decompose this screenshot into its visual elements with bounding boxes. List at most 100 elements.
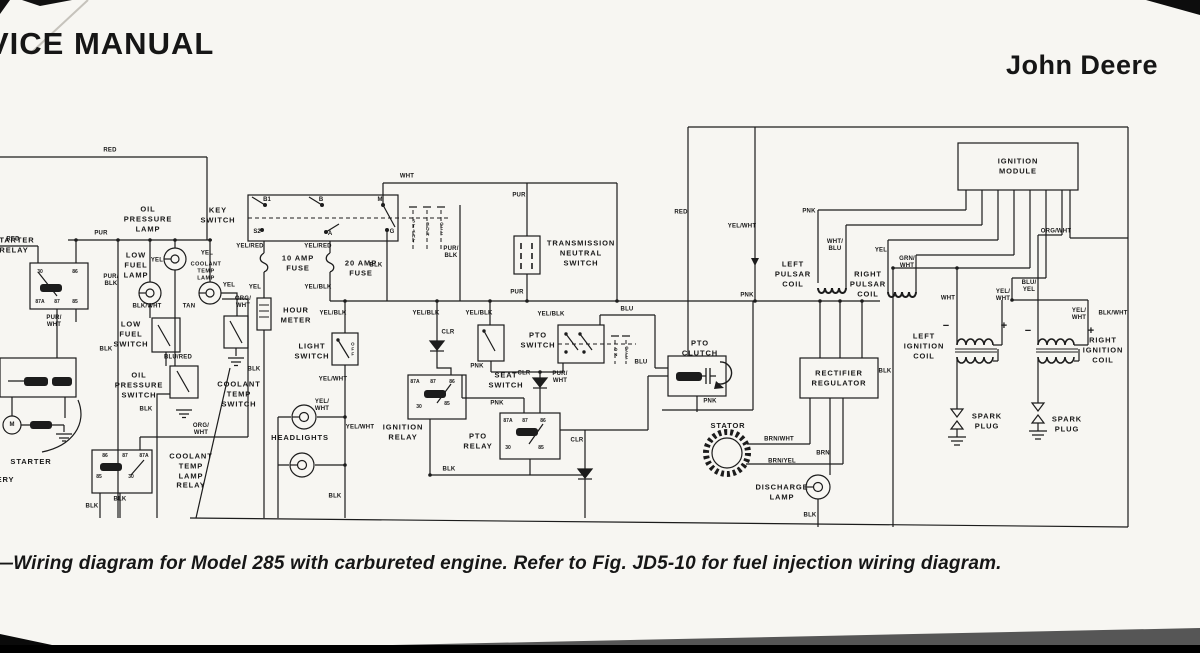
wire-label-yel-wht-2: YEL/ WHT xyxy=(314,399,330,412)
wire-label-pur-wht-2: PUR/ WHT xyxy=(552,371,568,384)
lamp-symbols xyxy=(2,247,831,500)
label-left-pulsar-coil: LEFT PULSAR COIL xyxy=(774,259,812,288)
label-starter-relay: STARTER RELAY xyxy=(0,235,35,254)
starter-relay-terminal-87a: 87A xyxy=(35,299,45,305)
wire-label-yel-2: YEL xyxy=(200,250,214,257)
pto-relay-terminal-87a: 87A xyxy=(503,418,513,424)
wire-label-pur-1: PUR xyxy=(512,192,526,199)
left-coil-minus: − xyxy=(942,320,950,332)
pto-relay-terminal-30: 30 xyxy=(505,445,511,451)
coolant-relay-terminal-30: 30 xyxy=(128,474,134,480)
label-20-amp-fuse: 20 AMP FUSE xyxy=(344,258,378,277)
label-ignition-relay: IGNITION RELAY xyxy=(382,422,424,441)
wire-label-yel-1: YEL xyxy=(150,257,164,264)
wire-label-yel-4: YEL xyxy=(248,284,262,291)
label-battery: BATTERY xyxy=(0,475,15,485)
wire-label-blk-wht-right: BLK/WHT xyxy=(1098,310,1128,317)
coolant-relay-terminal-86: 86 xyxy=(102,453,108,459)
brand-title: John Deere xyxy=(1005,50,1158,80)
wire-label-yel-blk-1: YEL/BLK xyxy=(304,284,332,291)
label-pto-clutch: PTO CLUTCH xyxy=(681,338,719,357)
label-transmission-neutral-switch: TRANSMISSION NEUTRAL SWITCH xyxy=(546,238,616,267)
wire-label-org-wht-2: ORG/ WHT xyxy=(192,423,210,436)
starter-relay-terminal-85: 85 xyxy=(72,299,78,305)
pto-relay-terminal-85: 85 xyxy=(538,445,544,451)
wire-label-yel-blk-5: YEL/BLK xyxy=(537,311,565,318)
wire-label-blk-9: BLK xyxy=(878,368,892,375)
right-coil-plus: + xyxy=(1087,325,1095,337)
coolant-relay-terminal-87a: 87A xyxy=(139,453,149,459)
wire-label-blk-8: BLK xyxy=(442,466,456,473)
dashed-links xyxy=(248,210,636,364)
pto-position-off: OFF xyxy=(624,345,630,361)
label-starter: STARTER xyxy=(10,457,52,467)
junction-dots xyxy=(74,203,1014,477)
label-low-fuel-switch: LOW FUEL SWITCH xyxy=(113,319,149,348)
wire-label-clr-1: CLR xyxy=(441,329,455,336)
starter-relay-terminal-87: 87 xyxy=(54,299,60,305)
pto-relay-terminal-86: 86 xyxy=(540,418,546,424)
wire-label-yel-wht-5: YEL/ WHT xyxy=(995,289,1011,302)
right-coil-minus: − xyxy=(1024,325,1032,337)
wire-label-brn: BRN xyxy=(816,450,830,457)
wire-label-blk-3: BLK xyxy=(85,503,99,510)
wire-label-blk-2: BLK xyxy=(99,346,113,353)
spark-plug-and-ground-symbols xyxy=(56,340,1047,480)
starter-relay-terminal-30: 30 xyxy=(37,269,43,275)
wire-label-blk-5: BLK xyxy=(247,366,261,373)
light-position-off: OFF xyxy=(350,341,356,357)
wire-label-grn-wht: GRN/ WHT xyxy=(899,256,915,269)
wire-label-red-left: RED xyxy=(6,236,20,243)
wire-label-blk-6: BLK xyxy=(369,262,383,269)
coolant-relay-terminal-87: 87 xyxy=(122,453,128,459)
label-rectifier-regulator: RECTIFIER REGULATOR xyxy=(811,368,867,387)
wire-label-pur-2: PUR xyxy=(510,289,524,296)
label-hour-meter: HOUR METER xyxy=(280,305,312,324)
label-right-ignition-coil: RIGHT IGNITION COIL xyxy=(1082,335,1124,364)
stator-symbol xyxy=(703,429,751,477)
ignition-relay-terminal-87: 87 xyxy=(430,379,436,385)
wire-label-blu-2: BLU xyxy=(634,359,648,366)
label-oil-pressure-lamp: OIL PRESSURE LAMP xyxy=(123,204,173,233)
wire-label-clr-3: CLR xyxy=(570,437,584,444)
label-seat-switch: SEAT SWITCH xyxy=(488,370,524,389)
wire-label-pnk-4: PNK xyxy=(802,208,816,215)
wire-label-wht-1: WHT xyxy=(399,173,415,180)
fuse-and-coil-symbols xyxy=(259,252,1078,385)
label-headlights: HEADLIGHTS xyxy=(271,433,329,443)
coolant-relay-terminal-85: 85 xyxy=(96,474,102,480)
wire-label-yel-wht-6: YEL/ WHT xyxy=(1071,308,1087,321)
key-contact-g: G xyxy=(389,229,395,235)
ignition-relay-terminal-86: 86 xyxy=(449,379,455,385)
figure-caption: —Wiring diagram for Model 285 with carbu… xyxy=(0,553,1002,574)
ignition-relay-terminal-30: 30 xyxy=(416,404,422,410)
wire-label-yel-5: YEL xyxy=(874,247,888,254)
key-position-off: OFF xyxy=(439,221,445,237)
wire-label-blk-4: BLK xyxy=(113,496,127,503)
relay-coil-fills xyxy=(24,258,759,471)
wire-label-brn-yel: BRN/YEL xyxy=(768,458,796,465)
label-light-switch: LIGHT SWITCH xyxy=(294,341,330,360)
label-spark-plug-right: SPARK PLUG xyxy=(1051,414,1083,433)
left-coil-plus: + xyxy=(1000,320,1008,332)
wire-label-pnk-1: PNK xyxy=(470,363,484,370)
wire-lines xyxy=(0,126,1129,528)
wire-label-yel-blk-2: YEL/BLK xyxy=(319,310,347,317)
wire-label-pnk-5: PNK xyxy=(703,398,717,405)
wire-label-blu-1: BLU xyxy=(620,306,634,313)
label-coolant-temp-switch: COOLANT TEMP SWITCH xyxy=(217,379,261,408)
ignition-relay-terminal-85: 85 xyxy=(444,401,450,407)
wire-label-blu-yel: BLU/ YEL xyxy=(1021,280,1037,293)
wire-label-blk-1: BLK xyxy=(139,406,153,413)
label-stator: STATOR xyxy=(710,421,746,431)
wire-label-wht-blu: WHT/ BLU xyxy=(826,239,844,252)
wire-label-pur-blk-2: PUR/ BLK xyxy=(443,246,459,259)
wire-label-yel-red-2: YEL/RED xyxy=(304,243,332,250)
wire-label-clr-2: CLR xyxy=(517,370,531,377)
key-contact-b: B xyxy=(318,197,324,203)
wire-label-blu-red: BLU/RED xyxy=(163,354,193,361)
wire-label-tan: TAN xyxy=(182,303,196,310)
label-ignition-module: IGNITION MODULE xyxy=(997,156,1039,175)
